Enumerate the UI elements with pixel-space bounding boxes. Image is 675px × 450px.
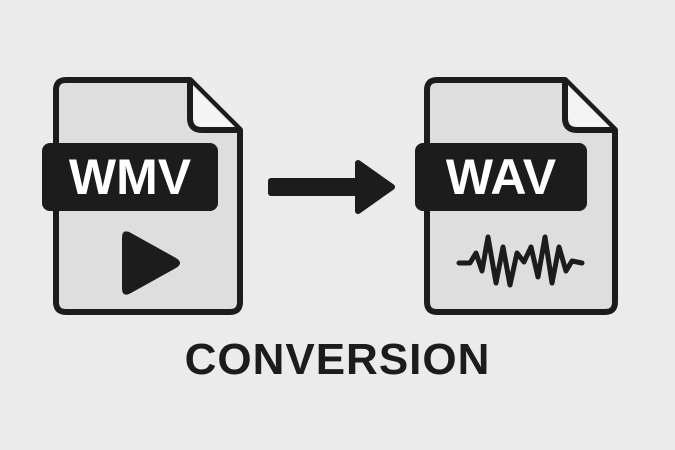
target-format-label-bg	[415, 143, 587, 211]
play-icon	[122, 231, 180, 295]
target-file-icon: WAV	[415, 77, 618, 315]
target-file-fold	[562, 82, 613, 133]
right-arrow-icon	[268, 160, 395, 214]
waveform-icon	[456, 234, 585, 288]
source-format-label: WMV	[69, 149, 192, 205]
source-format-label-bg	[42, 143, 218, 211]
source-file-fold	[187, 82, 238, 133]
target-format-label: WAV	[446, 149, 557, 205]
source-file-icon: WMV	[42, 77, 243, 315]
caption-title: CONVERSION	[184, 335, 491, 384]
